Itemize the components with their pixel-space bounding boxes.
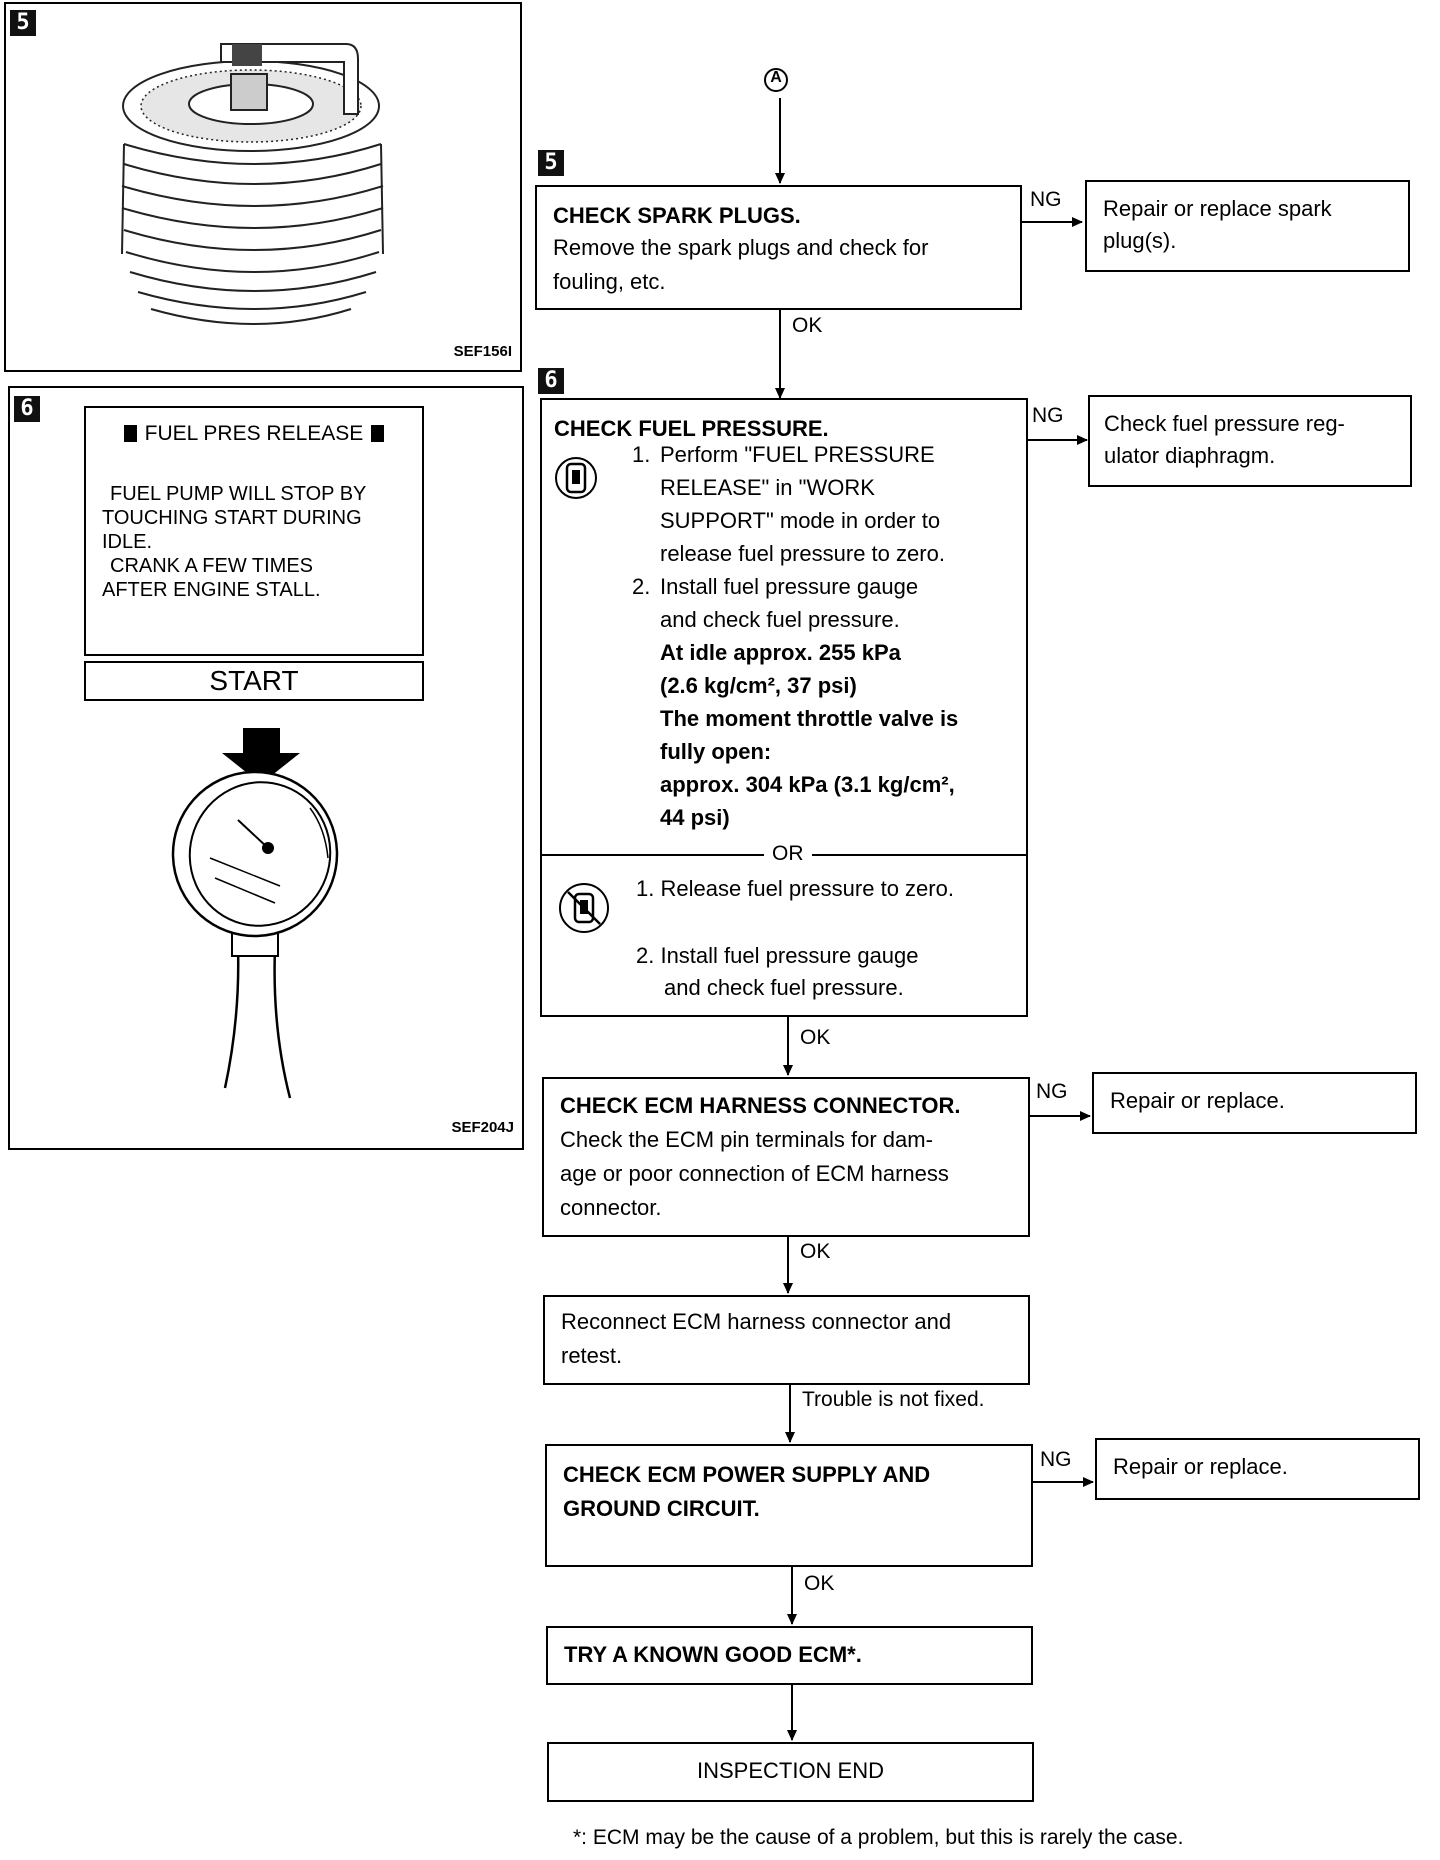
harness-repair-text: Repair or replace.: [1110, 1088, 1285, 1113]
spark-ok-label: OK: [792, 314, 823, 337]
repair-spark-box: Repair or replace spark plug(s).: [1085, 180, 1410, 272]
fuel-spec-6: 44 psi): [660, 805, 730, 830]
figure-5-code: SEF156I: [453, 343, 512, 360]
gauge-illustration: [171, 728, 339, 1099]
connector-a-circle: [764, 68, 788, 92]
fuel-title: CHECK FUEL PRESSURE.: [554, 416, 829, 441]
screen-message: FUEL PUMP WILL STOP BY TOUCHING START DU…: [102, 483, 367, 601]
fuel-spec-5: approx. 304 kPa (3.1 kg/cm²,: [660, 772, 955, 797]
fuel-a2-num: 2.: [632, 574, 651, 599]
fuel-b1: 1. Release fuel pressure to zero.: [636, 876, 954, 901]
figure-5-badge: 5: [10, 10, 36, 36]
fuel-a2-line-2: and check fuel pressure.: [660, 607, 900, 632]
consult-icon: [555, 457, 597, 499]
reconnect-line-1: Reconnect ECM harness connector and: [561, 1309, 952, 1334]
check-ecm-power-box: CHECK ECM POWER SUPPLY AND GROUND CIRCUI…: [545, 1444, 1033, 1567]
connector-a-label: A: [770, 69, 782, 86]
regulator-line-2: ulator diaphragm.: [1104, 443, 1276, 468]
consult-screen: FUEL PRES RELEASE FUEL PUMP WILL STOP BY…: [84, 406, 424, 656]
harness-ok-label: OK: [800, 1240, 831, 1263]
repair-spark-line-2: plug(s).: [1103, 228, 1177, 253]
power-ng-label: NG: [1040, 1448, 1072, 1471]
start-button[interactable]: START: [84, 661, 424, 701]
down-arrow-icon: [222, 728, 300, 784]
power-ok-label: OK: [804, 1572, 835, 1595]
harness-ng-label: NG: [1036, 1080, 1068, 1103]
harness-line-3: connector.: [560, 1195, 662, 1220]
check-fuel-pressure-box: CHECK FUEL PRESSURE. 1. Perform "FUEL PR…: [540, 398, 1028, 1017]
not-fixed-label: Trouble is not fixed.: [802, 1388, 985, 1411]
known-good-ecm-box: TRY A KNOWN GOOD ECM*.: [546, 1626, 1033, 1685]
inspection-end-text: INSPECTION END: [696, 1758, 885, 1783]
step-6-badge: 6: [538, 368, 564, 394]
check-ecm-harness-box: CHECK ECM HARNESS CONNECTOR. Check the E…: [542, 1077, 1030, 1237]
or-label: OR: [764, 842, 812, 866]
check-regulator-box: Check fuel pressure reg- ulator diaphrag…: [1088, 395, 1412, 487]
spark-plug-illustration: [121, 43, 384, 325]
fuel-a1-line-1: Perform "FUEL PRESSURE: [660, 442, 935, 467]
fuel-spec-4: fully open:: [660, 739, 772, 764]
reconnect-box: Reconnect ECM harness connector and rete…: [543, 1295, 1030, 1385]
fuel-b2-line-2: and check fuel pressure.: [664, 975, 904, 1000]
spark-line-1: Remove the spark plugs and check for: [553, 235, 929, 260]
known-good-text: TRY A KNOWN GOOD ECM*.: [564, 1642, 862, 1667]
fuel-ng-label: NG: [1032, 404, 1064, 427]
figure-5-spark-plug: 5 SEF156I: [4, 2, 522, 372]
figure-6-badge: 6: [14, 396, 40, 422]
repair-spark-line-1: Repair or replace spark: [1103, 196, 1332, 221]
step-5-badge: 5: [538, 150, 564, 176]
fuel-a1-line-3: SUPPORT" mode in order to: [660, 508, 941, 533]
harness-title: CHECK ECM HARNESS CONNECTOR.: [560, 1093, 961, 1118]
figure-6-code: SEF204J: [451, 1119, 514, 1136]
inspection-end-box: INSPECTION END: [547, 1742, 1034, 1802]
regulator-line-1: Check fuel pressure reg-: [1104, 411, 1345, 436]
no-consult-icon: [559, 883, 609, 933]
fuel-spec-1: At idle approx. 255 kPa: [660, 640, 901, 665]
harness-repair-box: Repair or replace.: [1092, 1072, 1417, 1134]
fuel-a1-num: 1.: [632, 442, 651, 467]
screen-title: FUEL PRES RELEASE: [86, 422, 422, 446]
spark-title: CHECK SPARK PLUGS.: [553, 203, 801, 228]
fuel-a1-line-2: RELEASE" in "WORK: [660, 475, 875, 500]
fuel-a2-line-1: Install fuel pressure gauge: [660, 574, 919, 599]
fuel-ok-label: OK: [800, 1026, 831, 1049]
power-line-2: GROUND CIRCUIT.: [563, 1496, 760, 1521]
harness-line-2: age or poor connection of ECM harness: [560, 1161, 949, 1186]
fuel-spec-2: (2.6 kg/cm², 37 psi): [660, 673, 857, 698]
power-repair-text: Repair or replace.: [1113, 1454, 1288, 1479]
spark-ng-label: NG: [1030, 188, 1062, 211]
reconnect-line-2: retest.: [561, 1343, 623, 1368]
spark-line-2: fouling, etc.: [553, 269, 666, 294]
harness-line-1: Check the ECM pin terminals for dam-: [560, 1127, 933, 1152]
fuel-a1-line-4: release fuel pressure to zero.: [660, 541, 945, 566]
check-spark-plugs-box: CHECK SPARK PLUGS. Remove the spark plug…: [535, 185, 1022, 310]
footnote: *: ECM may be the cause of a problem, bu…: [573, 1826, 1184, 1849]
fuel-b2-line-1: 2. Install fuel pressure gauge: [636, 943, 919, 968]
figure-6-fuel-pressure: 6 FUEL PRES RELEASE FUEL PUMP WILL STOP …: [8, 386, 524, 1150]
power-repair-box: Repair or replace.: [1095, 1438, 1420, 1500]
power-line-1: CHECK ECM POWER SUPPLY AND: [563, 1462, 931, 1487]
fuel-spec-3: The moment throttle valve is: [660, 706, 959, 731]
